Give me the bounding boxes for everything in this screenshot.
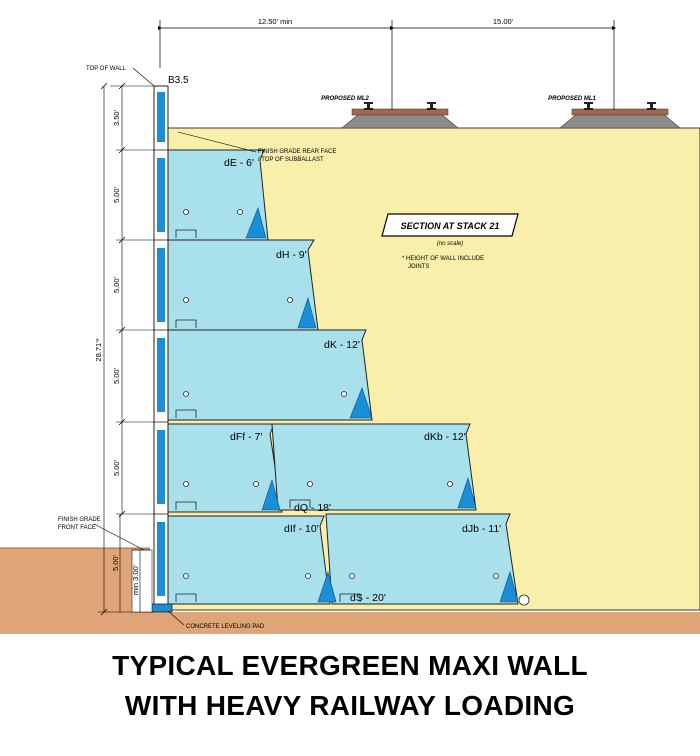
dim-left-5: 5.00' <box>112 459 121 476</box>
dim-bottom-1: 5.00' <box>111 554 120 571</box>
dim-left-3: 5.00' <box>112 276 121 293</box>
block-label-dQ: dQ - 18' <box>294 502 331 514</box>
caption-line-2: WITH HEAVY RAILWAY LOADING <box>124 690 576 721</box>
finish-grade-rear-2: / TOP OF SUBBALLAST <box>258 157 324 163</box>
caption-line-1: TYPICAL EVERGREEN MAXI WALL <box>112 650 588 681</box>
section-title: SECTION AT STACK 21 <box>401 221 500 231</box>
dim-left-2: 5.00' <box>112 186 121 203</box>
dim-left-1: 3.50' <box>112 109 121 126</box>
left-dimension-ticks <box>100 82 126 616</box>
leveling-pad <box>149 603 173 613</box>
dim-top-2: 15.00' <box>493 17 514 26</box>
dim-top-1: 12.50' min <box>258 17 292 26</box>
facing-segments <box>157 92 165 596</box>
section-subtitle: (no scale) <box>437 241 463 247</box>
block-label-dK: dK - 12' <box>324 339 360 351</box>
tie-ml1 <box>571 108 669 116</box>
block-label-dIf: dIf - 10' <box>284 523 319 535</box>
lifting-holes <box>183 209 530 606</box>
base-loops <box>175 229 361 602</box>
block-label-dH: dH - 9' <box>276 249 307 261</box>
tie-ml2 <box>351 108 449 116</box>
concrete-pad-label: CONCRETE LEVELING PAD <box>186 624 265 630</box>
dim-left-4: 5.00' <box>112 367 121 384</box>
top-dimensions <box>157 20 617 110</box>
finish-grade-front-2: FRONT FACE <box>58 525 96 531</box>
block-id-label: B3.5 <box>168 75 189 86</box>
block-label-dE: dE - 6' <box>224 157 254 169</box>
ground-soil <box>0 548 700 634</box>
block-label-dJb: dJb - 11' <box>462 523 501 535</box>
finish-grade-front-1: FINISH GRADE <box>58 517 101 523</box>
wall-blocks <box>167 149 519 605</box>
shear-keys <box>245 207 519 603</box>
section-title-box <box>381 213 519 237</box>
height-note-1: * HEIGHT OF WALL INCLUDE <box>402 256 484 262</box>
dim-bottom-2: min 3.00' <box>131 564 140 595</box>
finish-grade-rear-1: FINISH GRADE REAR FACE <box>258 149 336 155</box>
wall-section-drawing: 12.50' min 15.00' PROPOSED ML2 PROPOSED … <box>0 17 700 634</box>
block-dFf <box>167 423 283 513</box>
block-label-dS: dS - 20' <box>350 592 386 604</box>
top-of-wall-label: TOP OF WALL <box>86 66 127 72</box>
left-dimensions <box>98 85 154 613</box>
rail-label-ml2: PROPOSED ML2 <box>321 96 369 102</box>
rail-icon <box>364 102 656 110</box>
block-dKb <box>271 423 477 511</box>
height-note-2: JOINTS <box>408 264 429 270</box>
dim-overall: 28.71'* <box>94 338 103 361</box>
rail-label-ml1: PROPOSED ML1 <box>548 96 596 102</box>
block-label-dFf: dFf - 7' <box>230 431 262 443</box>
block-label-dKb: dKb - 12' <box>424 431 466 443</box>
